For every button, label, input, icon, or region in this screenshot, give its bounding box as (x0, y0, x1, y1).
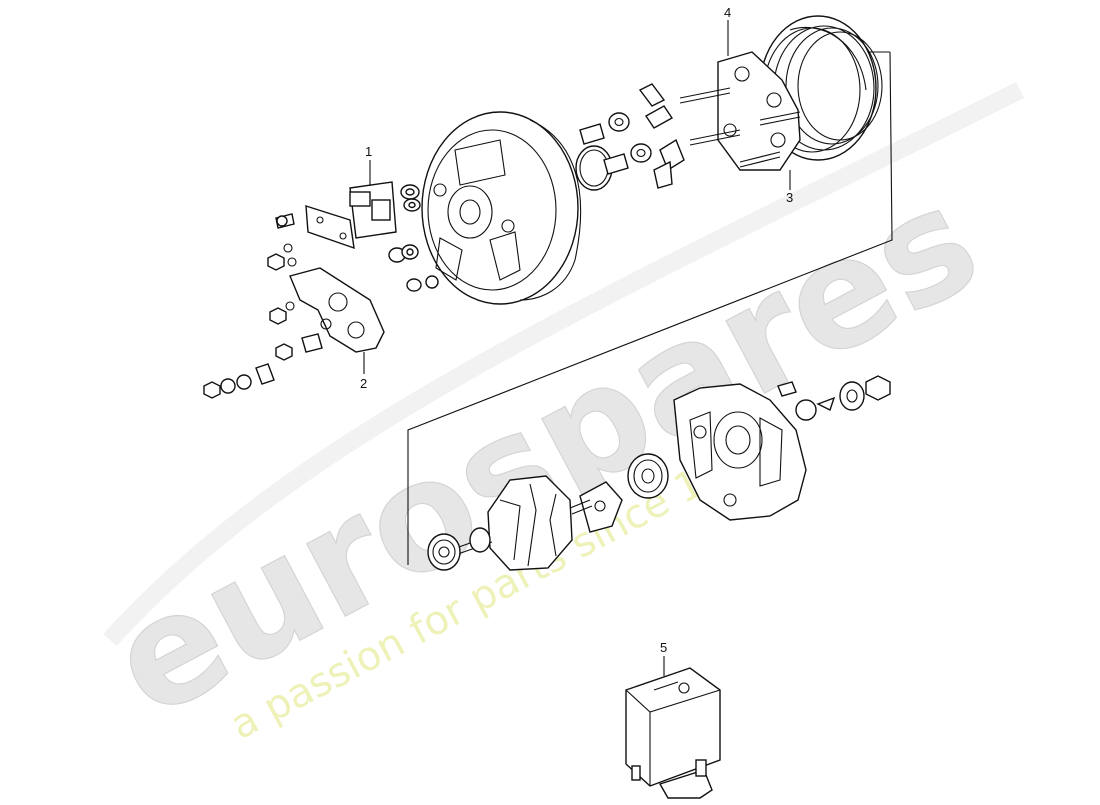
drive-end-shield (673, 383, 807, 521)
voltage-regulator (625, 667, 721, 799)
alternator-housing (421, 111, 613, 305)
callout-2: 2 (360, 376, 367, 391)
rotor-assembly (427, 453, 669, 571)
drive-end-hardware (777, 375, 891, 421)
rectifier-plate-assembly (203, 243, 385, 399)
callout-3: 3 (786, 190, 793, 205)
callout-1: 1 (365, 144, 372, 159)
spacer-sleeves (579, 83, 685, 189)
callouts: 1 2 3 4 5 (360, 5, 793, 655)
brush-holder-assembly (275, 181, 439, 292)
callout-5: 5 (660, 640, 667, 655)
diode-plate-assembly (679, 51, 801, 171)
callout-4: 4 (724, 5, 731, 20)
leader-lines (363, 20, 791, 676)
